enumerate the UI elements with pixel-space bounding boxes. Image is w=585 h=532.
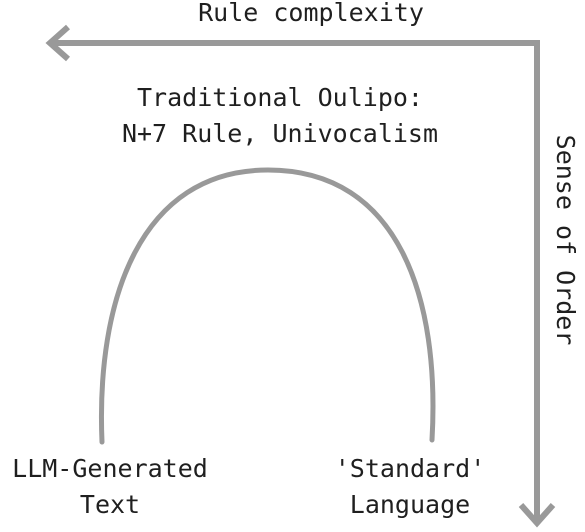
llm-generated-text-label-line-2: Text (79, 490, 141, 519)
standard-language-label: 'Standard' Language (300, 451, 520, 523)
vertical-axis-arrowhead (518, 503, 556, 528)
llm-generated-text-label-line-1: LLM-Generated (12, 454, 208, 483)
traditional-oulipo-label: Traditional Oulipo: N+7 Rule, Univocalis… (60, 80, 500, 152)
rule-complexity-axis-label: Rule complexity (198, 0, 424, 27)
standard-language-label-line-2: Language (349, 490, 471, 519)
llm-generated-text-label: LLM-Generated Text (0, 451, 240, 523)
traditional-oulipo-label-line-1: Traditional Oulipo: (137, 83, 423, 112)
standard-language-label-line-1: 'Standard' (334, 454, 486, 483)
arch-curve (98, 167, 436, 445)
traditional-oulipo-label-line-2: N+7 Rule, Univocalism (121, 119, 439, 148)
sense-of-order-axis-label: Sense of Order (551, 134, 580, 346)
horizontal-axis-arrowhead (45, 24, 70, 62)
